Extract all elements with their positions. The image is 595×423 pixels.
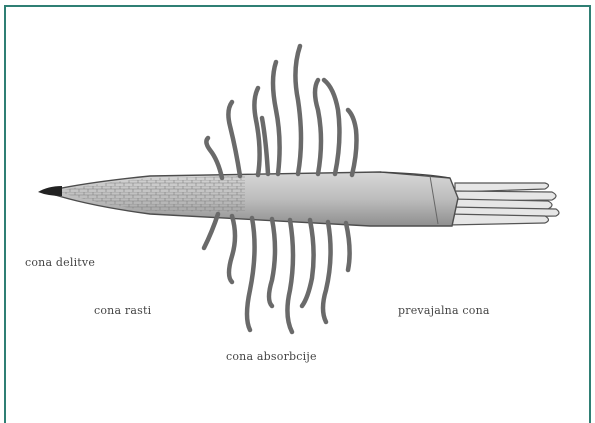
root-hair-down xyxy=(229,216,235,282)
label-growth-zone: cona rasti xyxy=(94,304,151,317)
root-hair-up xyxy=(273,62,280,174)
root-hair-up xyxy=(206,138,222,178)
root-cap xyxy=(38,186,62,196)
label-division-zone: cona delitve xyxy=(25,256,95,269)
cell-texture xyxy=(62,176,245,212)
label-absorption-zone: cona absorbcije xyxy=(226,350,317,363)
root-hair-down xyxy=(269,219,275,306)
root-hair-up xyxy=(262,118,268,174)
root-hair-down xyxy=(323,222,331,322)
vascular-strands xyxy=(448,183,559,225)
root-hair-down xyxy=(346,223,350,270)
label-conducting-zone: prevajalna cona xyxy=(398,304,490,317)
root-hair-up xyxy=(348,110,357,175)
root-hair-up xyxy=(295,46,301,174)
root-hair-down xyxy=(247,218,255,330)
root-hair-up xyxy=(315,80,321,174)
root-hair-up xyxy=(254,88,259,175)
root-hair-down xyxy=(302,220,314,306)
root-hair-up xyxy=(228,102,240,176)
root-hair-down xyxy=(287,220,293,332)
root-hair-up xyxy=(324,80,339,174)
root-hair-down xyxy=(204,214,218,248)
